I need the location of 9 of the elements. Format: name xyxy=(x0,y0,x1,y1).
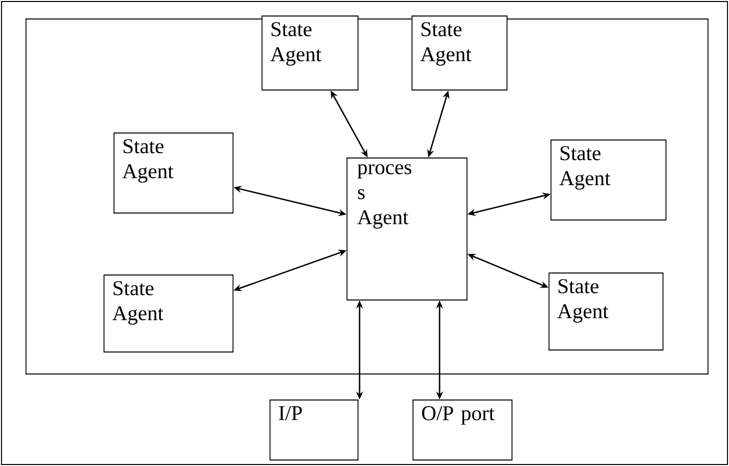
state-agent-box: State Agent xyxy=(412,16,508,90)
state-agent-box: State Agent xyxy=(114,132,234,214)
process-box: proces s Agent xyxy=(346,158,468,300)
state-agent-box: State Agent xyxy=(262,16,358,90)
state-agent-box: State Agent xyxy=(104,274,234,352)
port-box: I/P xyxy=(270,400,358,460)
port-box: O/P port xyxy=(412,400,512,460)
state-agent-box: State Agent xyxy=(548,272,664,350)
state-agent-box: State Agent xyxy=(550,140,666,220)
